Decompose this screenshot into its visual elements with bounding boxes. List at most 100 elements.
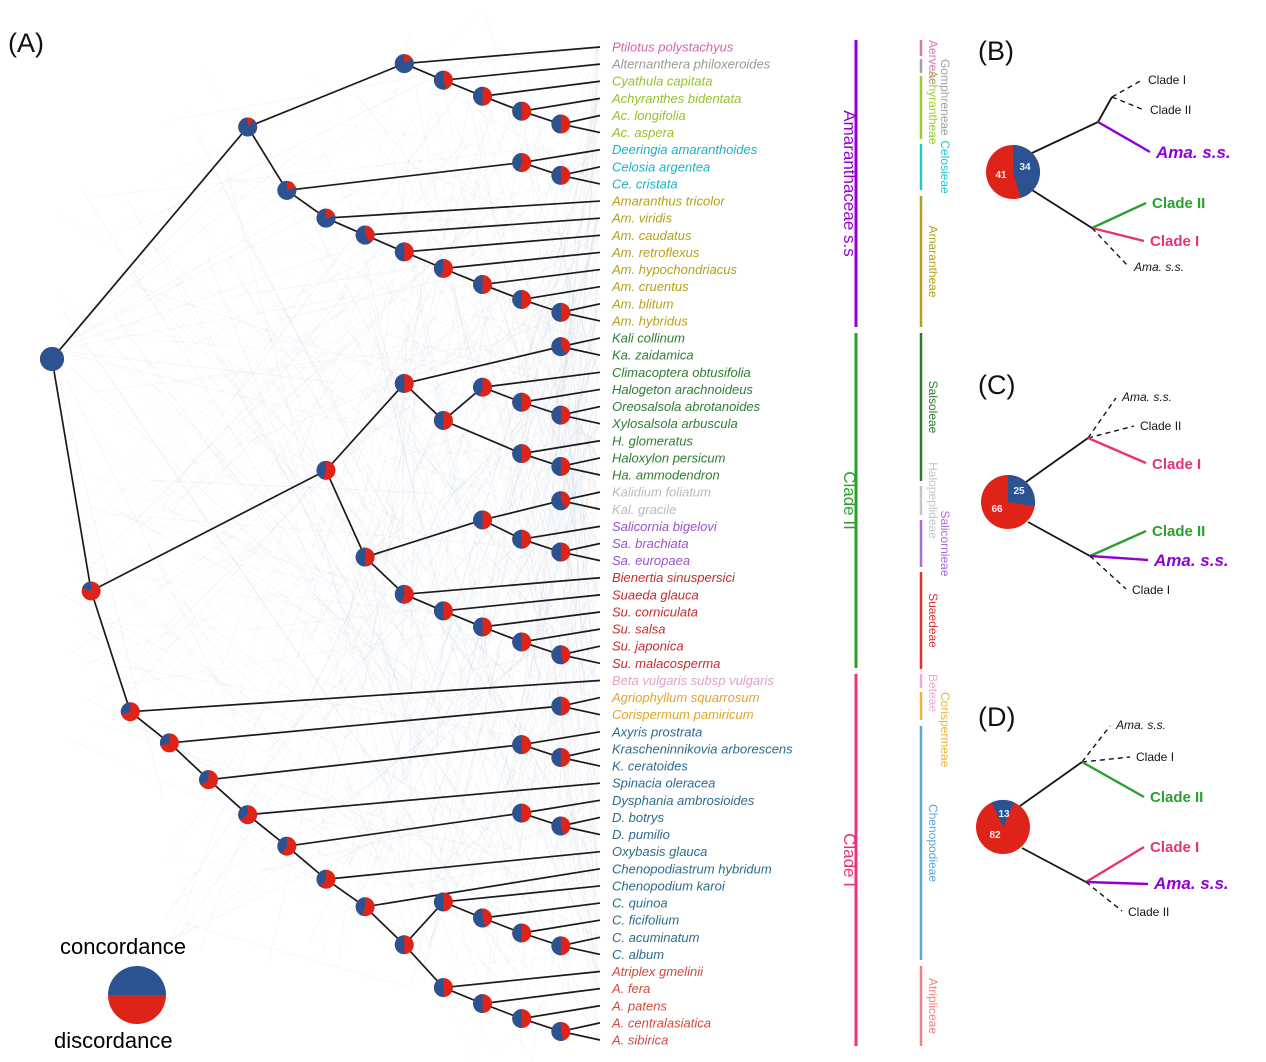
panel-clade-label: Clade I	[1152, 456, 1201, 473]
legend-discordance-label: discordance	[54, 1028, 173, 1053]
clade-bar-label: Salsoleae	[926, 381, 940, 434]
panel-b-title: (B)	[978, 36, 1014, 66]
clade-bar-label: Aerveae	[926, 40, 940, 85]
species-label: Am. viridis	[611, 211, 672, 226]
species-label: Am. blitum	[611, 296, 674, 311]
species-label: Su. salsa	[612, 622, 665, 637]
panel-branch	[1111, 96, 1145, 111]
panel-branch	[1087, 436, 1147, 465]
panel-clade-label: Clade I	[1150, 233, 1199, 250]
species-label: Am. hypochondriacus	[611, 262, 738, 277]
panel-branch	[1089, 529, 1147, 558]
species-label: Halogeton arachnoideus	[612, 382, 753, 397]
species-label: A. fera	[611, 981, 650, 996]
species-label: Chenopodiastrum hybridum	[612, 861, 772, 876]
species-label: Oxybasis glauca	[612, 844, 707, 859]
species-label: Su. japonica	[612, 639, 684, 654]
species-label: A. sibirica	[611, 1033, 668, 1048]
clade-bar-label: Clade II	[840, 471, 859, 530]
species-label: Atriplex gmelinii	[611, 964, 704, 979]
panel-branch	[1031, 189, 1093, 229]
species-label: Deeringia amaranthoides	[612, 142, 758, 157]
panel-branch	[1081, 760, 1145, 799]
species-label: Cyathula capitata	[612, 74, 712, 89]
species-label: K. ceratoides	[612, 759, 688, 774]
species-label: Kal. gracile	[612, 502, 676, 517]
clade-bar-label: Celosieae	[938, 140, 952, 194]
panel-clade-label: Clade II	[1152, 195, 1205, 212]
pie-count-concordant: 25	[1013, 486, 1025, 497]
panel-clade-label: Clade I	[1150, 839, 1199, 856]
panel-clade-label: Clade II	[1150, 103, 1191, 117]
panel-branch	[1097, 120, 1151, 154]
clade-bar-label: Chenopodieae	[926, 804, 940, 882]
species-label: Ac. longifolia	[611, 108, 686, 123]
clade-bar-label: Achyrantheae	[926, 70, 940, 144]
panel-clade-label: Clade I	[1132, 583, 1170, 597]
panel-branch	[1097, 96, 1113, 123]
panel-branch	[1089, 555, 1127, 590]
panel-branch	[1027, 521, 1091, 557]
panel-clade-label: Clade I	[1148, 73, 1186, 87]
species-label: Spinacia oleracea	[612, 776, 715, 791]
species-label: Krascheninnikovia arborescens	[612, 741, 793, 756]
clade-bar-label: Amarantheae	[926, 225, 940, 297]
panel-branch	[1085, 880, 1149, 886]
panel-branch	[1085, 881, 1123, 912]
species-label: Oreosalsola abrotanoides	[612, 399, 761, 414]
pie-count-discordant: 41	[995, 170, 1007, 181]
species-label: Sa. brachiata	[612, 536, 689, 551]
species-label: Climacoptera obtusifolia	[612, 365, 751, 380]
species-label: Ka. zaidamica	[612, 348, 694, 363]
panel-branch	[1031, 121, 1099, 154]
legend-concordance-label: concordance	[60, 934, 186, 959]
species-label: Am. hybridus	[611, 313, 688, 328]
panel-branch	[1087, 397, 1117, 439]
species-label: Ha. ammodendron	[612, 468, 720, 483]
species-label: Kali collinum	[612, 331, 685, 346]
node-pies	[40, 54, 571, 1041]
species-label: Achyranthes bidentata	[611, 91, 741, 106]
panel-a-title: (A)	[8, 28, 44, 58]
species-label: Corispermum pamiricum	[612, 707, 754, 722]
pie-count-concordant: 34	[1019, 162, 1031, 173]
species-label: Kalidium foliatum	[612, 485, 711, 500]
species-label: Agriophyllum squarrosum	[611, 690, 760, 705]
clade-bar-label: Halopeplideae	[926, 462, 940, 539]
clade-bar-label: Beteae	[926, 674, 940, 712]
species-label: Su. corniculata	[612, 604, 698, 619]
clade-bar-label: Atripliceae	[926, 978, 940, 1034]
clade-bar-label: Suaedeae	[926, 593, 940, 648]
species-label: C. acuminatum	[612, 930, 700, 945]
species-label: D. pumilio	[612, 827, 670, 842]
panel-clade-label: Clade I	[1136, 750, 1174, 764]
panel-clade-label: Clade II	[1128, 905, 1169, 919]
species-label: A. centralasiatica	[611, 1015, 711, 1030]
species-label: H. glomeratus	[612, 433, 693, 448]
species-label: Ptilotus polystachyus	[612, 40, 734, 55]
species-label: Celosia argentea	[612, 159, 710, 174]
clade-bar-label: Gomphreneae	[938, 59, 952, 136]
species-label: Amaranthus tricolor	[611, 194, 725, 209]
species-label: Suaeda glauca	[612, 587, 699, 602]
panel-clade-label: Ama. s.s.	[1153, 551, 1229, 570]
species-label: Beta vulgaris subsp vulgaris	[612, 673, 774, 688]
species-label: Axyris prostrata	[611, 724, 702, 739]
species-label: Bienertia sinuspersici	[612, 570, 736, 585]
legend-pie-icon	[108, 966, 166, 1024]
species-label: Ce. cristata	[612, 176, 678, 191]
panel-c-title: (C)	[978, 370, 1016, 400]
panel-branch	[1021, 847, 1087, 883]
panel-clade-label: Ama. s.s.	[1153, 874, 1229, 893]
species-label: Am. retroflexus	[611, 245, 700, 260]
species-label: C. quinoa	[612, 896, 668, 911]
species-label: Am. cruentus	[611, 279, 689, 294]
panel-branch	[1019, 761, 1083, 807]
clade-bar-label: Clade I	[840, 833, 859, 887]
panel-clade-label: Clade II	[1150, 789, 1203, 806]
panel-branch	[1085, 845, 1145, 884]
species-label: Alternanthera philoxeroides	[611, 57, 771, 72]
